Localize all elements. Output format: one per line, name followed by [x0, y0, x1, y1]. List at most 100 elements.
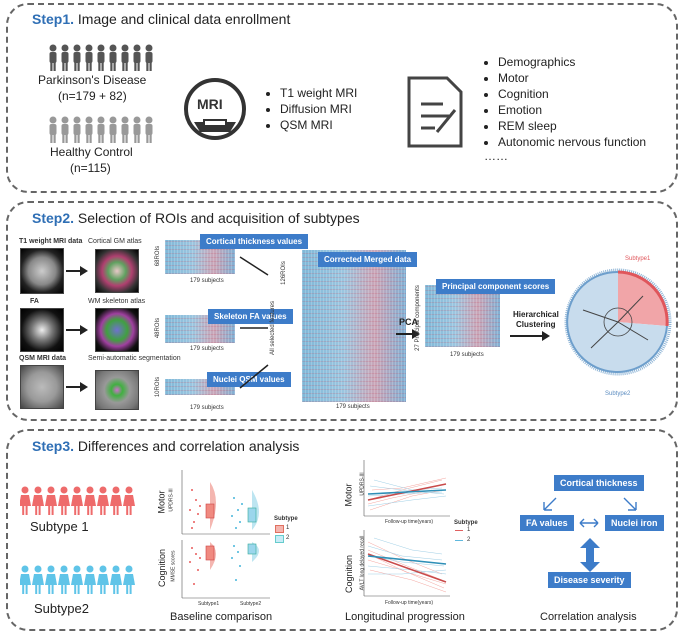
clinical-item: Emotion: [498, 102, 646, 118]
subtype1-label: Subtype 1: [30, 519, 89, 534]
clinical-item: Motor: [498, 70, 646, 86]
long-caption: Longitudinal progression: [345, 611, 465, 623]
corr-cortical-thickness: Cortical thickness: [554, 475, 644, 491]
corr-arrows: [543, 497, 637, 572]
long-legend-line-2: [455, 540, 463, 541]
corr-fa-values: FA values: [520, 515, 574, 531]
wm-atlas-label: WM skeleton atlas: [88, 298, 146, 305]
roi10-label: 10ROIs: [155, 376, 162, 398]
arrow-right-icon: [66, 382, 88, 392]
clinical-item: Cognition: [498, 86, 646, 102]
pd-people-icon: [49, 44, 153, 71]
circular-dendrogram: [564, 268, 672, 376]
roi48-label: 48ROIs: [155, 317, 162, 339]
pc-subjects: 179 subjects: [450, 352, 484, 358]
pca-label: PCA: [399, 317, 419, 327]
pc-banner: Principal component scores: [436, 279, 556, 294]
corr-caption: Correlation analysis: [540, 611, 637, 623]
x-subtype2: Subtype2: [240, 601, 262, 607]
hc-label: Healthy Control: [50, 145, 133, 159]
hclust-label-1: Hierarchical: [513, 310, 559, 319]
mri-item: T1 weight MRI: [280, 85, 357, 101]
clinical-document-icon: [407, 76, 463, 148]
seg-label: Semi-automatic segmentation: [88, 355, 181, 362]
legend-title: Subtype: [274, 516, 298, 522]
long-cognition-plot: [363, 530, 450, 597]
baseline-motor-plot: [181, 470, 270, 535]
baseline-cognition-plot: [181, 540, 270, 599]
pd-count: (n=179 + 82): [58, 89, 127, 103]
t1-brain-image: [20, 248, 64, 294]
cognition-label: Cognition: [157, 548, 168, 588]
gm-atlas-image: [95, 249, 139, 293]
subtype2-tag: Subtype2: [605, 391, 631, 397]
motor-label: Motor: [156, 490, 167, 514]
avlt-axis: AVLT long delayed recall: [359, 535, 366, 591]
merged-banner: Corrected Merged data: [318, 252, 418, 267]
merged-subjects: 179 subjects: [336, 404, 370, 410]
step3-heading: Step3. Differences and correlation analy…: [32, 438, 300, 454]
merge-connectors: [239, 256, 269, 389]
clinical-ellipsis: ……: [484, 149, 508, 163]
x-subtype1: Subtype1: [198, 601, 220, 607]
mri-badge: MRI: [197, 96, 223, 112]
followup-axis-2: Follow-up time(years): [385, 600, 434, 606]
clinical-item: REM sleep: [498, 118, 646, 134]
legend-2-label: 2: [286, 535, 290, 541]
clinical-list: Demographics Motor Cognition Emotion REM…: [484, 54, 646, 150]
fa-label: FA: [30, 298, 39, 305]
roi126-label: 126ROIs: [280, 261, 287, 285]
all-features-label: All selected features: [270, 300, 277, 356]
gm-atlas-label: Cortical GM atlas: [88, 238, 142, 245]
roi68-label: 68ROIs: [155, 245, 162, 267]
long-legend-2: 2: [467, 537, 471, 543]
hc-people-icon: [49, 116, 153, 143]
corr-disease-severity: Disease severity: [548, 572, 631, 588]
seg-image: [95, 370, 139, 410]
step1-panel: [6, 3, 678, 193]
long-legend-1: 1: [467, 527, 471, 533]
updrs-axis-label: UPDRS-III: [168, 488, 175, 512]
qsm-brain-image: [20, 365, 64, 409]
arrow-right-icon: [66, 325, 88, 335]
mri-item: QSM MRI: [280, 117, 357, 133]
pc-components-label: 27 Principal components: [414, 285, 421, 351]
pd-label: Parkinson's Disease: [38, 73, 147, 87]
hc-count: (n=115): [70, 161, 111, 175]
long-legend-line-1: [455, 530, 463, 531]
step2-heading: Step2. Selection of ROIs and acquisition…: [32, 210, 360, 226]
long-cognition-label: Cognition: [344, 554, 355, 594]
step3-panel: [6, 429, 678, 631]
step1-heading: Step1. Image and clinical data enrollmen…: [32, 11, 291, 27]
long-motor-label: Motor: [343, 483, 354, 507]
ct-subjects: 179 subjects: [190, 278, 224, 284]
mmse-axis-label: MMSE scores: [170, 550, 177, 582]
arrow-right-icon: [396, 329, 420, 339]
fa-brain-image: [20, 308, 64, 352]
mri-item: Diffusion MRI: [280, 101, 357, 117]
t1-label: T1 weight MRI data: [19, 238, 83, 245]
qsm-label: QSM MRI data: [19, 355, 67, 362]
mri-scanner-icon: [184, 78, 246, 140]
subtype1-people-icon: [20, 486, 135, 515]
baseline-caption: Baseline comparison: [170, 611, 273, 623]
subtype2-people-icon: [20, 565, 135, 594]
clinical-item: Demographics: [498, 54, 646, 70]
step2-panel: [6, 201, 678, 421]
subtype2-label: Subtype2: [34, 601, 89, 616]
legend-1-label: 1: [286, 525, 290, 531]
fa-banner: Skeleton FA values: [208, 309, 293, 324]
clinical-item: Autonomic nervous function: [498, 134, 646, 150]
mri-list: T1 weight MRI Diffusion MRI QSM MRI: [266, 85, 357, 133]
merged-heatmap: [302, 250, 406, 402]
pc-heatmap: [425, 285, 500, 347]
legend-swatch-1: [275, 525, 284, 533]
ct-banner: Cortical thickness values: [200, 234, 309, 249]
legend-swatch-2: [275, 535, 284, 543]
arrow-right-icon: [66, 266, 88, 276]
qsm-subjects: 179 subjects: [190, 405, 224, 411]
subtype1-tag: Subtype1: [625, 256, 651, 262]
corr-nuclei-iron: Nuclei iron: [605, 515, 664, 531]
long-legend-title: Subtype: [454, 520, 478, 526]
arrow-right-icon: [510, 331, 550, 341]
